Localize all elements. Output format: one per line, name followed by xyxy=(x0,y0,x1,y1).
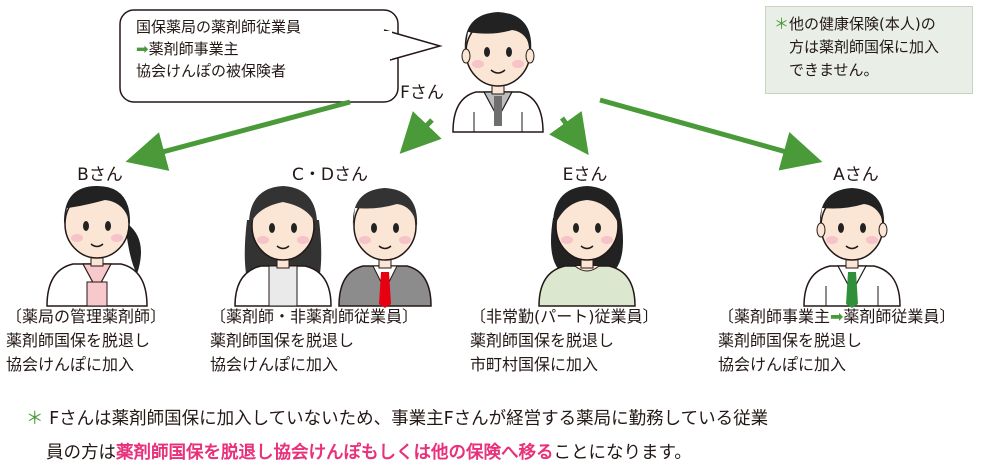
person-b xyxy=(46,186,148,307)
desc-b-line3: 協会けんぽに加入 xyxy=(6,355,135,374)
desc-e: 〔非常勤(パート)従業員〕 薬剤師国保を脱退し 市町村国保に加入 xyxy=(470,305,659,377)
note-box: ＊他の健康保険(本人)の 方は薬剤師国保に加入 できません。 xyxy=(765,6,973,94)
person-c xyxy=(234,186,332,307)
note-line-1-text: 他の健康保険(本人)の xyxy=(789,15,936,33)
footer-line-1: ＊ Fさんは薬剤師国保に加入していないため、事業主Fさんが経営する薬局に勤務して… xyxy=(26,402,986,436)
name-label-b: Bさん xyxy=(77,165,123,185)
desc-b-role: 〔薬局の管理薬剤師〕 xyxy=(6,307,167,326)
asterisk-icon: ＊ xyxy=(774,15,790,33)
footer-line-1-text: Fさんは薬剤師国保に加入していないため、事業主Fさんが経営する薬局に勤務している… xyxy=(49,409,769,429)
asterisk-icon: ＊ xyxy=(26,409,44,429)
footer-note: ＊ Fさんは薬剤師国保に加入していないため、事業主Fさんが経営する薬局に勤務して… xyxy=(26,402,986,470)
desc-a-role-pre: 〔薬剤師事業主 xyxy=(718,307,831,326)
desc-b: 〔薬局の管理薬剤師〕 薬剤師国保を脱退し 協会けんぽに加入 xyxy=(6,305,166,377)
desc-a-role: 〔薬剤師事業主➡薬剤師従業員〕 xyxy=(718,305,955,329)
desc-a-role-post: 薬剤師従業員〕 xyxy=(843,307,956,326)
name-label-f: Fさん xyxy=(400,83,444,103)
footer-line-2-pre: 員の方は xyxy=(46,443,116,463)
arrow-right-icon: ➡ xyxy=(136,40,149,58)
footer-line-2: 員の方は薬剤師国保を脱退し協会けんぽもしくは他の保険へ移ることになります。 xyxy=(26,436,986,470)
bubble-line-3: 協会けんぽの被保険者 xyxy=(136,62,287,80)
name-label-cd: C・Dさん xyxy=(292,165,368,185)
desc-a-line3: 協会けんぽに加入 xyxy=(718,355,847,374)
note-line-1: ＊他の健康保険(本人)の xyxy=(774,13,964,36)
person-f xyxy=(452,12,544,133)
bubble-line-1: 国保薬局の薬剤師従業員 xyxy=(136,18,302,36)
person-e xyxy=(538,186,636,307)
desc-b-line2: 薬剤師国保を脱退し xyxy=(6,331,151,350)
footer-line-2-post: ことになります。 xyxy=(553,443,692,463)
footer-highlight: 薬剤師国保を脱退し協会けんぽもしくは他の保険へ移る xyxy=(116,443,554,463)
desc-cd-role: 〔薬剤師・非薬剤師従業員〕 xyxy=(210,307,419,326)
name-label-e: Eさん xyxy=(562,165,608,185)
desc-cd: 〔薬剤師・非薬剤師従業員〕 薬剤師国保を脱退し 協会けんぽに加入 xyxy=(210,305,418,377)
speech-bubble-text: 国保薬局の薬剤師従業員 ➡薬剤師事業主 協会けんぽの被保険者 xyxy=(136,16,386,82)
arrows xyxy=(125,97,823,171)
desc-a-line2: 薬剤師国保を脱退し xyxy=(718,331,863,350)
desc-cd-line2: 薬剤師国保を脱退し xyxy=(210,331,355,350)
arrow-f-to-b xyxy=(125,99,351,171)
desc-cd-line3: 協会けんぽに加入 xyxy=(210,355,339,374)
arrow-right-icon: ➡ xyxy=(830,307,844,326)
speech-bubble xyxy=(119,9,443,103)
arrow-f-to-e xyxy=(549,111,589,156)
bubble-line-2-text: 薬剤師事業主 xyxy=(148,40,239,58)
name-label-a: Aさん xyxy=(833,165,879,185)
person-d xyxy=(338,188,432,308)
desc-e-role: 〔非常勤(パート)従業員〕 xyxy=(470,307,659,326)
bubble-line-2: ➡薬剤師事業主 xyxy=(136,38,386,60)
desc-e-line3: 市町村国保に加入 xyxy=(470,355,599,374)
note-line-2: 方は薬剤師国保に加入 xyxy=(789,38,940,56)
arrow-f-to-a xyxy=(599,97,823,171)
arrow-f-to-cd xyxy=(399,111,442,154)
desc-a: 〔薬剤師事業主➡薬剤師従業員〕 薬剤師国保を脱退し 協会けんぽに加入 xyxy=(718,305,955,377)
note-line-3: できません。 xyxy=(789,61,879,79)
desc-e-line2: 薬剤師国保を脱退し xyxy=(470,331,615,350)
person-a xyxy=(803,188,901,308)
